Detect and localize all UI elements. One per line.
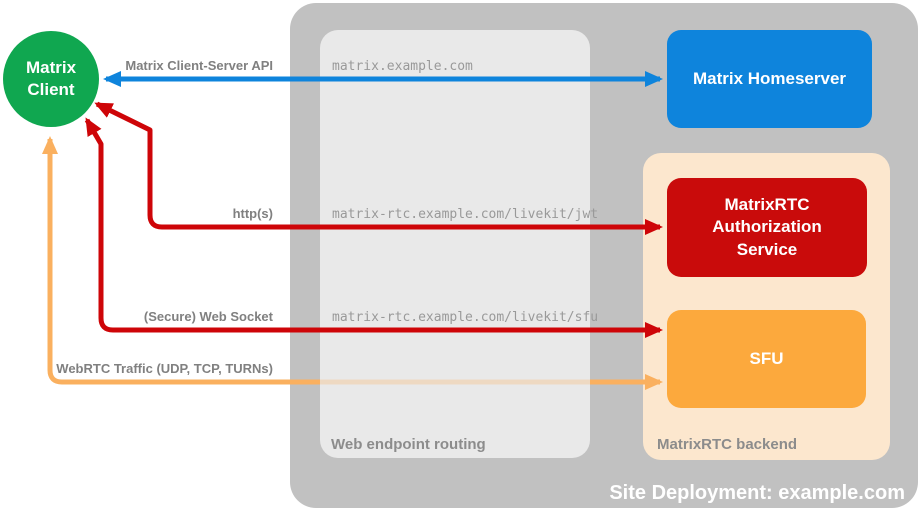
- webrtc-traffic-label: WebRTC Traffic (UDP, TCP, TURNs): [56, 361, 273, 376]
- websocket-label: (Secure) Web Socket: [143, 309, 273, 324]
- matrix-homeserver-label: Matrix Homeserver: [692, 68, 847, 88]
- web-endpoint-routing-label: Web endpoint routing: [331, 436, 486, 453]
- sfu-label: SFU: [749, 348, 784, 368]
- matrixrtc-backend-label: MatrixRTC backend: [657, 436, 798, 453]
- web-endpoint-routing-box: [320, 30, 590, 458]
- sfu-node: SFU: [667, 310, 866, 408]
- auth-service-label: MatrixRTC Authorization Service: [712, 195, 822, 259]
- matrix-client-label: Matrix Client: [25, 57, 77, 99]
- route-livekit-sfu: matrix-rtc.example.com/livekit/sfu: [332, 310, 599, 325]
- matrix-homeserver-node: Matrix Homeserver: [667, 30, 872, 128]
- matrix-client-node: Matrix Client: [3, 31, 99, 127]
- client-server-api-label: Matrix Client-Server API: [125, 58, 273, 73]
- auth-service-node: MatrixRTC Authorization Service: [667, 178, 867, 277]
- site-deployment-title: Site Deployment: example.com: [609, 482, 905, 504]
- arrow-webrtc-left: [42, 136, 320, 385]
- route-livekit-jwt: matrix-rtc.example.com/livekit/jwt: [332, 207, 599, 222]
- https-label: http(s): [232, 206, 273, 221]
- route-matrix-example-com: matrix.example.com: [332, 59, 473, 74]
